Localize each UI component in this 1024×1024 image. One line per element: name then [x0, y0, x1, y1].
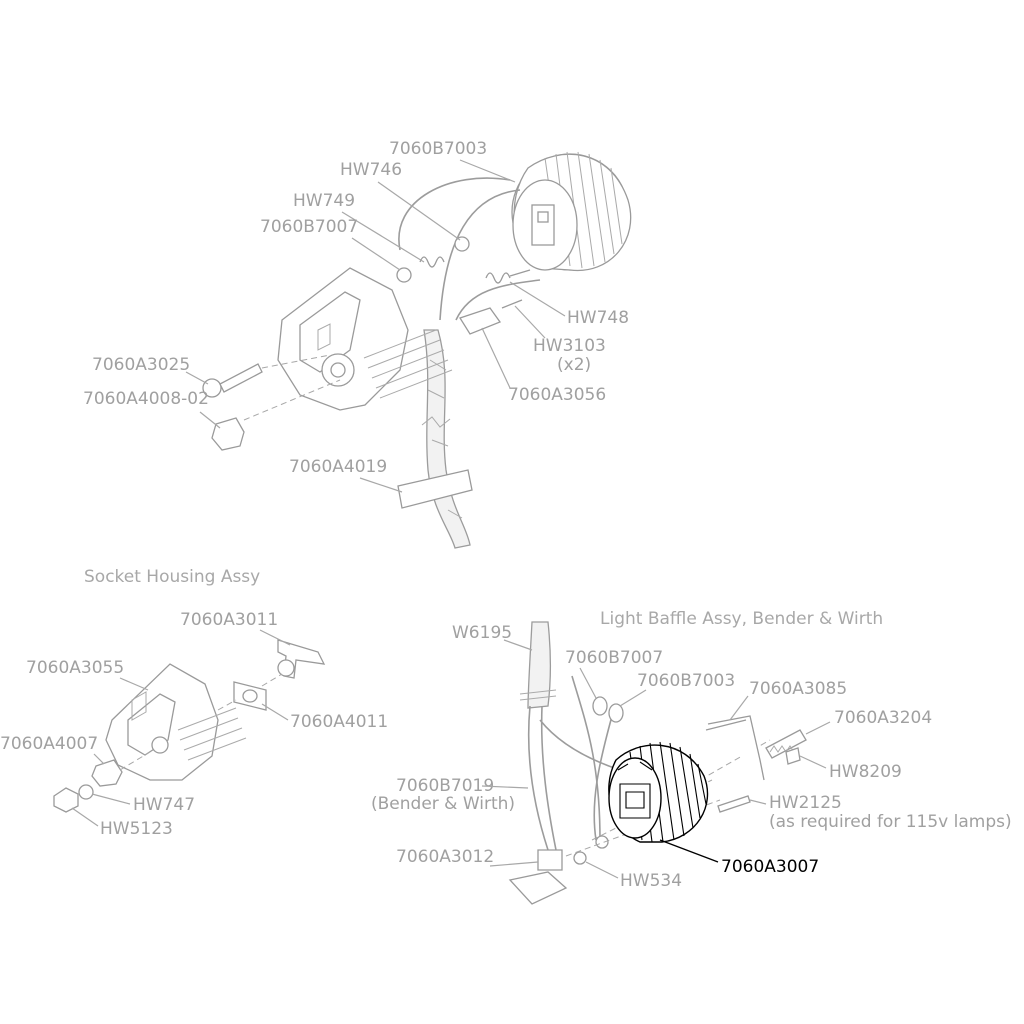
- label-7060b7007-lb: 7060B7007: [565, 648, 663, 668]
- nut-hw5123: [53, 787, 79, 813]
- socket-housing-assembly: [53, 639, 326, 813]
- label-7060b7019-note: (Bender & Wirth): [371, 794, 515, 814]
- label-hw746-top: HW746: [340, 160, 402, 180]
- clip-hw8209: [785, 747, 801, 765]
- eyelet-7060b7003-lb: [608, 703, 624, 723]
- heading-socket-housing-assy: Socket Housing Assy: [84, 567, 260, 587]
- spring-hw749: [419, 256, 445, 268]
- label-7060a3025-top: 7060A3025: [92, 355, 190, 375]
- label-7060a3007-highlighted: 7060A3007: [721, 857, 819, 877]
- label-hw2125: HW2125: [769, 793, 842, 813]
- light-baffle-assembly: [508, 621, 807, 905]
- top-cable: [423, 329, 471, 549]
- label-7060a3056-top: 7060A3056: [508, 385, 606, 405]
- top-socket-housing: [277, 267, 453, 411]
- top-lamp-assembly: [202, 151, 632, 549]
- clip-7060a3085: [705, 715, 765, 781]
- label-7060b7003-lb: 7060B7003: [637, 671, 735, 691]
- socket-housing-callouts: 7060A3011 7060A3055 7060A4011 7060A4007 …: [0, 610, 388, 839]
- label-7060a3085: 7060A3085: [749, 679, 847, 699]
- label-hw749-top: HW749: [293, 191, 355, 211]
- washer-hw534: [573, 851, 587, 865]
- top-lamp-head: [511, 151, 632, 272]
- cable-w6195: [527, 621, 551, 709]
- washer-hw747: [78, 784, 94, 800]
- label-7060a3204: 7060A3204: [834, 708, 932, 728]
- eyelet-7060b7007: [396, 267, 412, 283]
- label-hw5123: HW5123: [100, 819, 173, 839]
- knob-7060a4008-02: [211, 417, 245, 451]
- label-7060a4007: 7060A4007: [0, 734, 98, 754]
- washer-hw746: [454, 236, 470, 252]
- label-hw3103-top: HW3103: [533, 336, 606, 356]
- label-hw2125-note: (as required for 115v lamps): [769, 812, 1012, 832]
- label-hw8209: HW8209: [829, 762, 902, 782]
- label-7060b7019: 7060B7019: [396, 776, 494, 796]
- eyelet-7060b7007-lb: [592, 696, 608, 716]
- label-7060a3011: 7060A3011: [180, 610, 278, 630]
- label-w6195: W6195: [452, 623, 512, 643]
- label-hw748-top: HW748: [567, 308, 629, 328]
- label-hw3103-qty: (x2): [557, 355, 591, 375]
- label-7060a4011: 7060A4011: [290, 712, 388, 732]
- label-hw534: HW534: [620, 871, 682, 891]
- top-callouts: 7060B7003 HW746 HW749 7060B7007 HW748 HW…: [83, 139, 629, 493]
- screw-hw2125: [717, 795, 751, 813]
- label-7060b7007-top: 7060B7007: [260, 217, 358, 237]
- label-7060a4019-top: 7060A4019: [289, 457, 387, 477]
- light-baffle-callouts: W6195 7060B7007 7060B7003 7060A3085 7060…: [371, 623, 1012, 891]
- label-7060a3055: 7060A3055: [26, 658, 124, 678]
- spring-hw748: [485, 272, 511, 284]
- pin-7060a3204: [765, 729, 807, 759]
- knob-7060a4007: [91, 759, 123, 787]
- label-7060a3012: 7060A3012: [396, 847, 494, 867]
- connector-7060a3012: [537, 849, 563, 871]
- label-7060b7003-top: 7060B7003: [389, 139, 487, 159]
- heading-light-baffle-assy: Light Baffle Assy, Bender & Wirth: [600, 609, 883, 629]
- label-7060a4008-02-top: 7060A4008-02: [83, 389, 209, 409]
- clamp-7060a3056: [459, 307, 502, 335]
- baffle-7060a3007: [608, 741, 709, 843]
- label-hw747: HW747: [133, 795, 195, 815]
- cable-strap: [397, 469, 473, 509]
